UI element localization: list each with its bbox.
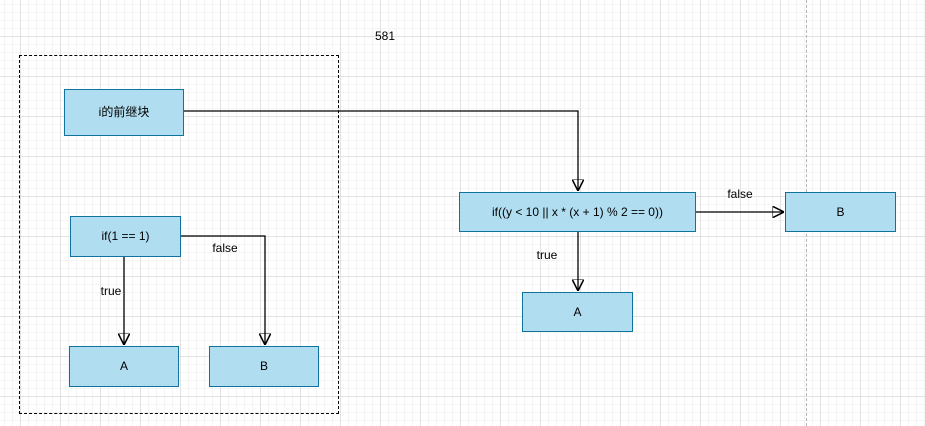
edge-predecessor-to-right-if[interactable]: [184, 110, 578, 191]
edge-label-right-true[interactable]: true: [536, 248, 558, 262]
node-right-a-label: A: [573, 304, 582, 319]
node-left-if-label: if(1 == 1): [101, 229, 150, 244]
canvas-text-581[interactable]: 581: [374, 29, 396, 43]
edge-label-left-true[interactable]: true: [100, 284, 122, 298]
node-right-b[interactable]: B: [785, 192, 896, 232]
node-left-b[interactable]: B: [209, 346, 319, 387]
node-left-b-label: B: [259, 359, 268, 374]
group-frame[interactable]: [19, 55, 339, 414]
edge-label-left-false[interactable]: false: [212, 241, 238, 255]
edge-left-if-false-to-b[interactable]: [181, 235, 265, 345]
node-right-b-label: B: [836, 204, 845, 219]
node-left-a[interactable]: A: [69, 346, 179, 387]
node-left-if-condition[interactable]: if(1 == 1): [70, 216, 181, 257]
node-right-if-label: if((y < 10 || x * (x + 1) % 2 == 0)): [492, 204, 663, 219]
edge-label-right-false[interactable]: false: [727, 187, 753, 201]
node-right-if-condition[interactable]: if((y < 10 || x * (x + 1) % 2 == 0)): [459, 192, 696, 232]
node-predecessor-block[interactable]: i的前继块: [64, 89, 184, 136]
node-right-a[interactable]: A: [522, 292, 633, 332]
node-left-a-label: A: [119, 359, 128, 374]
node-predecessor-label: i的前继块: [98, 105, 150, 120]
